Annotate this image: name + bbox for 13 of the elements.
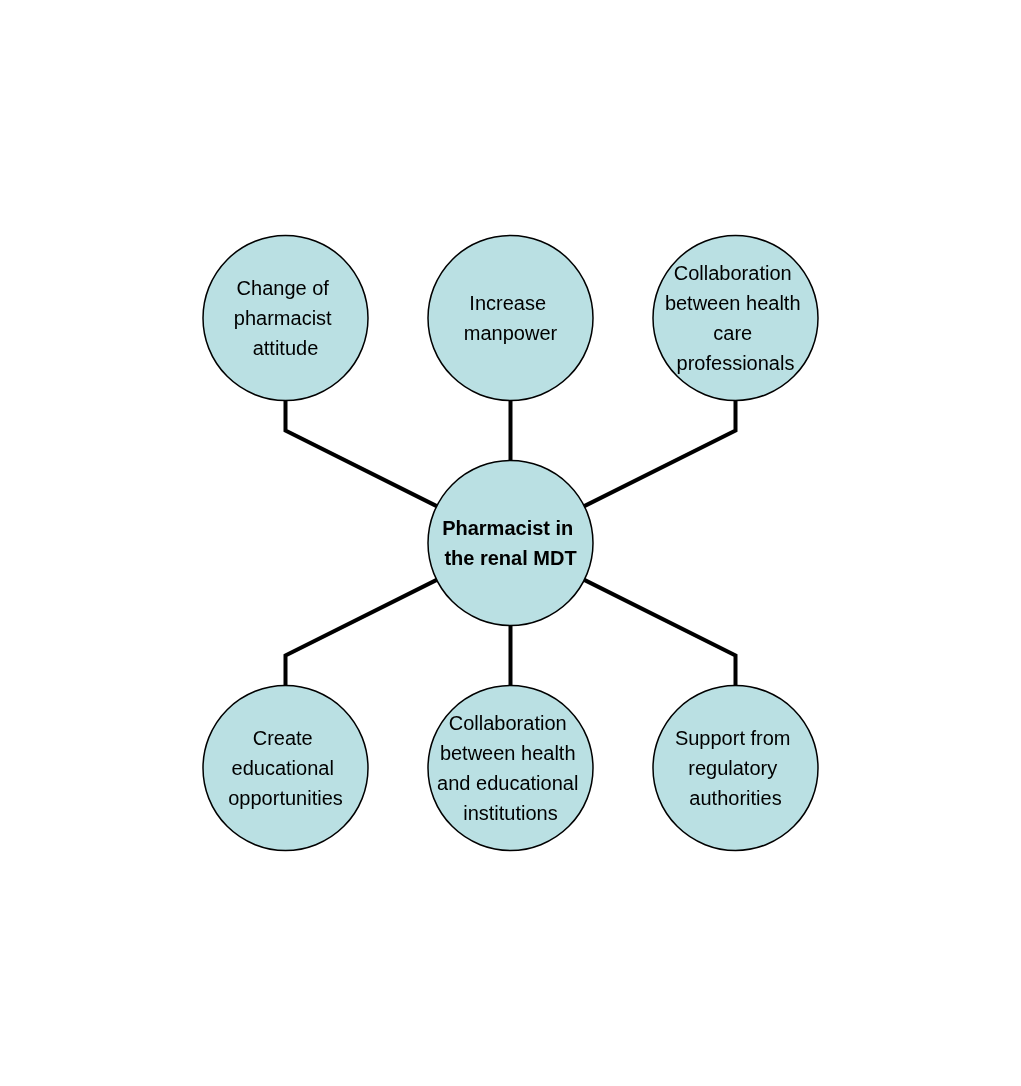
node-circle: Change of pharmacist attitude — [202, 234, 369, 402]
node-circle: Increase manpower — [427, 234, 594, 402]
connector — [283, 400, 438, 508]
connector — [508, 400, 513, 461]
connector — [283, 578, 438, 686]
connector — [583, 578, 738, 686]
node-circle: Collaboration between health and educational institutions — [427, 684, 594, 852]
node-circle: Pharmacist in the renal MDT — [427, 459, 594, 627]
node-circle: Collaboration between health care professionals — [652, 234, 819, 402]
connector — [583, 400, 738, 508]
node-circle: Support from regulatory authorities — [652, 684, 819, 852]
connector — [508, 625, 513, 686]
node-circle: Create educational opportunities — [202, 684, 369, 852]
